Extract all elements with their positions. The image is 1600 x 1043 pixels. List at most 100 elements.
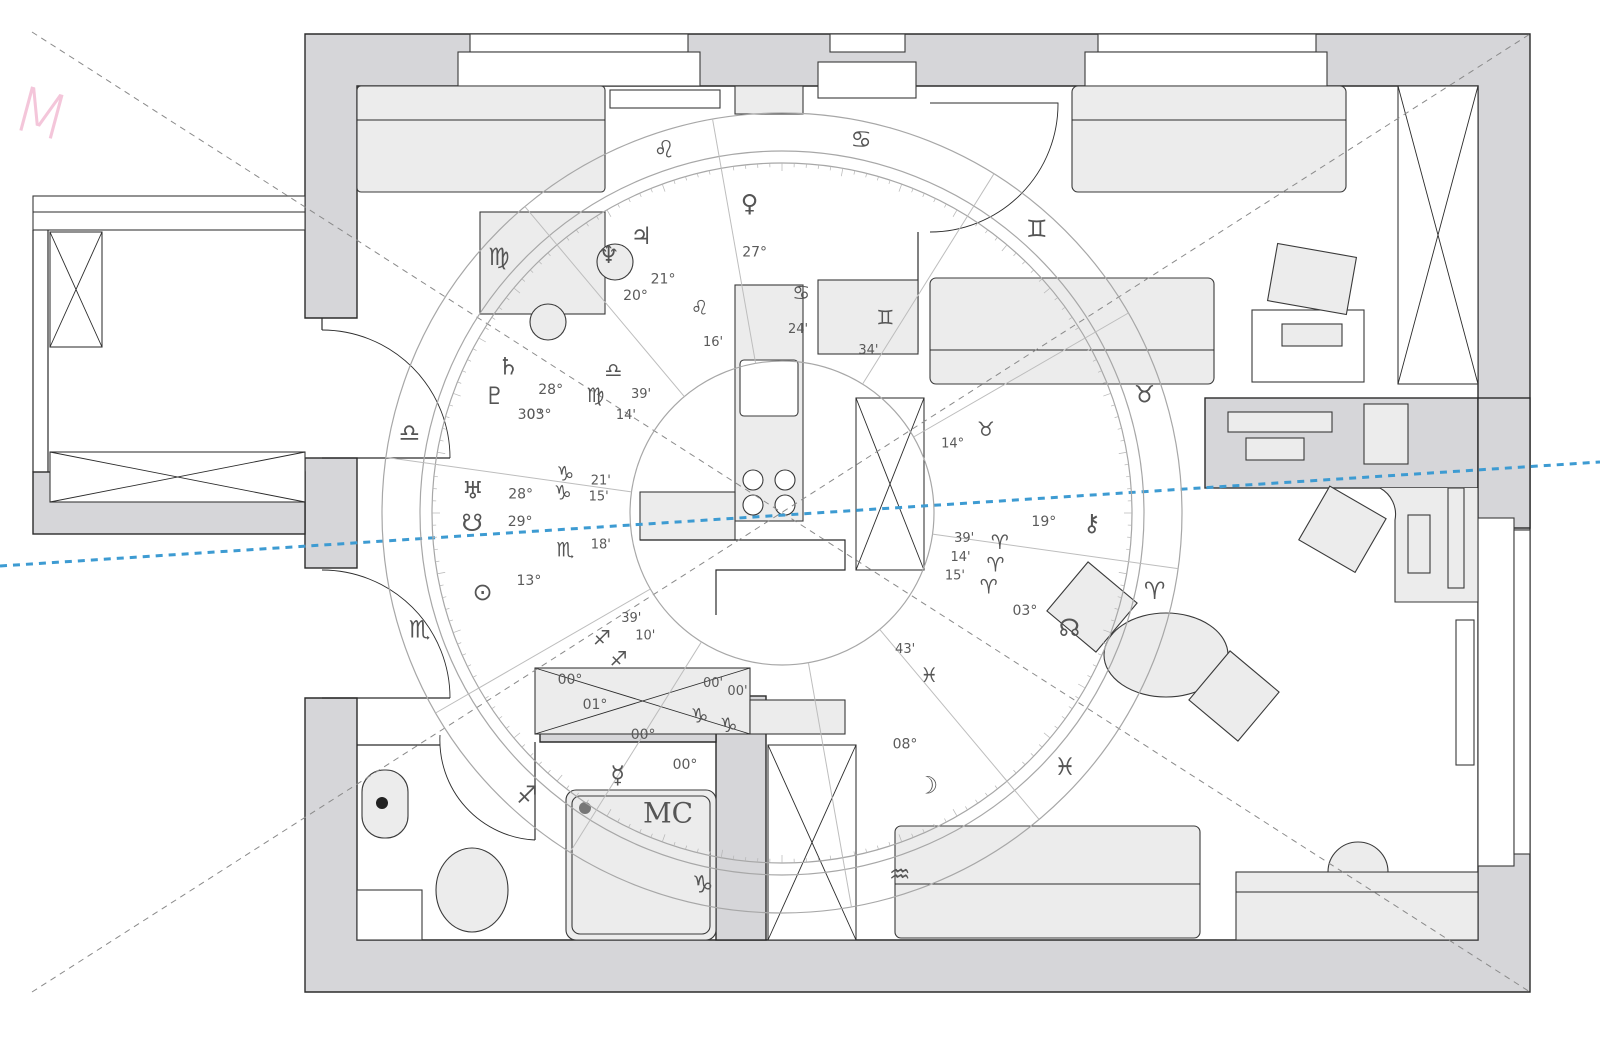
house-sign: ♓: [920, 663, 938, 687]
degree-tick: [1114, 608, 1119, 610]
degree-tick: [1117, 427, 1122, 430]
house-sign: ♈: [991, 530, 1009, 554]
window-right: [1477, 517, 1515, 867]
degree-tick: [585, 222, 589, 227]
extra-label-1: 30°: [518, 407, 543, 423]
degree-tick: [617, 203, 620, 208]
degree-tick: [685, 845, 687, 850]
planet-degree: 03°: [1013, 603, 1038, 619]
degree-tick: [472, 675, 477, 678]
degree-tick: [708, 170, 711, 175]
astrology-chart: ♋♊♉♈♓♒♑♐♏♎♍♌ ♆20°♀27°♃21°♄28°♇03°♅28°☋29…: [381, 112, 1183, 914]
degree-tick: [596, 215, 599, 220]
degree-tick: [538, 761, 542, 766]
windows: [457, 33, 1531, 867]
window-sill-top-middle: [817, 61, 917, 99]
degree-tick: [1075, 696, 1080, 699]
degree-tick: [498, 716, 503, 720]
degree-tick: [661, 183, 666, 192]
degree-tick: [911, 833, 914, 838]
stool-a: [596, 243, 634, 281]
degree-tick: [452, 392, 461, 397]
degree-tick: [732, 855, 735, 860]
house-sign: ♋: [792, 280, 810, 304]
degree-tick: [898, 183, 903, 192]
house-minutes: 00': [727, 684, 747, 699]
degree-tick: [877, 176, 879, 181]
planet-glyph: ♀: [741, 190, 759, 218]
degree-tick: [491, 316, 496, 320]
degree-tick: [491, 706, 496, 710]
planet-degree: 29°: [508, 514, 533, 530]
house-minutes: 15': [945, 568, 965, 583]
planet-degree: 13°: [517, 573, 542, 589]
degree-tick: [1097, 370, 1102, 373]
house-sign: ♐: [593, 626, 611, 650]
degree-tick: [575, 792, 579, 797]
planet-glyph: ☋: [462, 509, 483, 537]
degree-tick: [933, 198, 936, 203]
degree-tick: [1092, 664, 1097, 667]
planet-degree: 08°: [893, 736, 918, 752]
degree-tick: [888, 180, 891, 185]
degree-tick: [462, 653, 467, 656]
furniture: [356, 85, 1479, 941]
degree-tick: [853, 851, 856, 856]
planet-glyph: ⚷: [1083, 509, 1101, 537]
degree-tick: [650, 188, 653, 193]
degree-tick: [1097, 653, 1102, 656]
degree-tick: [1087, 348, 1092, 351]
degree-tick: [457, 642, 462, 645]
left-wall-segment: [304, 457, 358, 569]
house-line: [385, 456, 632, 493]
degree-tick: [673, 841, 676, 846]
house-minutes: 14°: [941, 437, 964, 452]
zodiac-sign: ♐: [516, 781, 538, 809]
degree-tick: [1061, 716, 1066, 720]
degree-tick: [467, 359, 472, 362]
degree-tick: [529, 269, 534, 273]
house-line: [932, 533, 1179, 570]
side-table: [817, 279, 919, 355]
degree-tick: [439, 439, 444, 442]
degree-tick: [505, 297, 510, 301]
house-minutes: 18': [591, 537, 611, 552]
degree-tick: [513, 732, 521, 739]
planet-glyph: ♄: [498, 352, 520, 380]
bathroom-door: [439, 734, 536, 841]
house-minutes: 14': [616, 408, 636, 423]
window-sill-top-left: [457, 51, 701, 87]
zodiac-sign: ♎: [399, 419, 421, 447]
degree-tick: [452, 629, 461, 634]
degree-tick: [1054, 725, 1059, 729]
degree-tick: [1110, 619, 1115, 622]
planet-glyph: ⊙: [473, 578, 493, 606]
balcony-door-upper: [321, 329, 451, 459]
degree-tick: [1022, 761, 1026, 766]
planet-degree: 21°: [651, 272, 676, 288]
planet-glyph: ♅: [462, 476, 484, 504]
degree-tick: [1068, 706, 1073, 710]
radiator-top: [609, 89, 721, 109]
degree-tick: [650, 833, 653, 838]
stool-b: [529, 303, 567, 341]
degree-tick: [696, 173, 699, 178]
window-top-middle: [829, 33, 906, 53]
degree-tick: [439, 584, 444, 587]
window-top-left: [469, 33, 689, 53]
degree-tick: [975, 222, 979, 227]
degree-tick: [478, 337, 486, 343]
planet-glyph: ♇: [484, 382, 506, 410]
planet-degree: 28°: [538, 382, 563, 398]
degree-tick: [442, 596, 447, 599]
house-minutes: 43': [895, 642, 915, 657]
window-sill-top-right: [1084, 51, 1328, 87]
degree-tick: [944, 818, 947, 823]
chair-fax: [1266, 242, 1358, 316]
degree-tick: [467, 664, 472, 667]
house-line: [807, 662, 852, 908]
house-minutes: 14': [950, 550, 970, 565]
degree-tick: [1022, 260, 1026, 265]
house-line: [879, 629, 1040, 820]
